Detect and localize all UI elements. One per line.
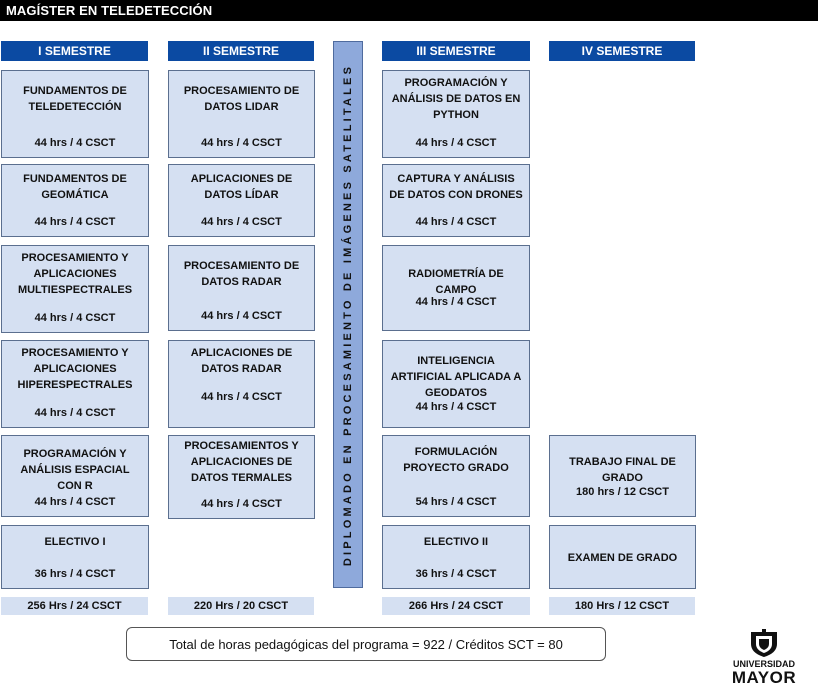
semester-total-label: 220 Hrs / 20 CSCT xyxy=(193,600,289,612)
semester-header-4: IV SEMESTRE xyxy=(549,41,695,61)
program-summary-text: Total de horas pedagógicas del programa … xyxy=(169,636,563,652)
course-name: PROGRAMACIÓN Y ANÁLISIS ESPACIAL CON R xyxy=(20,448,130,492)
course-name: RADIOMETRÍA DE CAMPO xyxy=(408,268,504,296)
course-box: INTELIGENCIA ARTIFICIAL APLICADA A GEODA… xyxy=(382,340,530,428)
course-box: PROCESAMIENTO DE DATOS RADAR 44 hrs / 4 … xyxy=(168,245,315,331)
logo-line-1: UNIVERSIDAD xyxy=(732,659,795,669)
course-hours: 44 hrs / 4 CSCT xyxy=(34,216,116,228)
program-summary: Total de horas pedagógicas del programa … xyxy=(126,627,606,661)
course-name: CAPTURA Y ANÁLISIS DE DATOS CON DRONES xyxy=(389,173,523,201)
diplomado-bar: DIPLOMADO EN PROCESAMIENTO DE IMÁGENES S… xyxy=(333,41,363,588)
course-box: CAPTURA Y ANÁLISIS DE DATOS CON DRONES 4… xyxy=(382,164,530,237)
course-box: TRABAJO FINAL DE GRADO 180 hrs / 12 CSCT xyxy=(549,435,696,517)
course-name: PROCESAMIENTOS Y APLICACIONES DE DATOS T… xyxy=(184,440,299,484)
semester-header-label: I SEMESTRE xyxy=(38,44,111,58)
course-name: TRABAJO FINAL DE GRADO xyxy=(569,456,676,484)
course-hours: 44 hrs / 4 CSCT xyxy=(415,401,497,413)
course-box: PROCESAMIENTO Y APLICACIONES HIPERESPECT… xyxy=(1,340,149,428)
course-name: PROCESAMIENTO DE DATOS LIDAR xyxy=(183,85,300,113)
logo-line-2: MAYOR xyxy=(731,668,797,687)
course-box: FUNDAMENTOS DE GEOMÁTICA 44 hrs / 4 CSCT xyxy=(1,164,149,237)
course-box: PROGRAMACIÓN Y ANÁLISIS DE DATOS EN PYTH… xyxy=(382,70,530,158)
course-name: FORMULACIÓN PROYECTO GRADO xyxy=(403,446,509,474)
diplomado-label: DIPLOMADO EN PROCESAMIENTO DE IMÁGENES S… xyxy=(342,63,354,566)
semester-header-label: III SEMESTRE xyxy=(416,44,496,58)
course-hours: 54 hrs / 4 CSCT xyxy=(415,496,497,508)
course-name: ELECTIVO I xyxy=(44,536,106,548)
semester-total-label: 266 Hrs / 24 CSCT xyxy=(408,600,504,612)
course-name: ELECTIVO II xyxy=(423,536,489,548)
semester-header-label: IV SEMESTRE xyxy=(581,44,663,58)
course-hours: 44 hrs / 4 CSCT xyxy=(34,312,116,324)
course-name: INTELIGENCIA ARTIFICIAL APLICADA A GEODA… xyxy=(390,355,522,399)
course-hours: 180 hrs / 12 CSCT xyxy=(576,486,669,498)
course-name: APLICACIONES DE DATOS RADAR xyxy=(190,347,293,375)
course-box: PROCESAMIENTO DE DATOS LIDAR 44 hrs / 4 … xyxy=(168,70,315,158)
course-name: EXAMEN DE GRADO xyxy=(567,552,678,564)
course-box: RADIOMETRÍA DE CAMPO 44 hrs / 4 CSCT xyxy=(382,245,530,331)
semester-header-3: III SEMESTRE xyxy=(382,41,530,61)
course-name: PROCESAMIENTO DE DATOS RADAR xyxy=(183,260,300,288)
semester-total-2: 220 Hrs / 20 CSCT xyxy=(168,597,314,615)
course-box: PROGRAMACIÓN Y ANÁLISIS ESPACIAL CON R 4… xyxy=(1,435,149,517)
course-hours: 44 hrs / 4 CSCT xyxy=(34,407,116,419)
semester-total-3: 266 Hrs / 24 CSCT xyxy=(382,597,530,615)
course-hours: 44 hrs / 4 CSCT xyxy=(201,391,282,403)
course-box: APLICACIONES DE DATOS RADAR 44 hrs / 4 C… xyxy=(168,340,315,428)
semester-header-label: II SEMESTRE xyxy=(202,44,279,58)
course-hours: 44 hrs / 4 CSCT xyxy=(201,498,282,510)
semester-header-2: II SEMESTRE xyxy=(168,41,314,61)
semester-header-1: I SEMESTRE xyxy=(1,41,148,61)
semester-total-label: 180 Hrs / 12 CSCT xyxy=(574,600,670,612)
course-hours: 44 hrs / 4 CSCT xyxy=(415,137,497,149)
course-box: APLICACIONES DE DATOS LÍDAR 44 hrs / 4 C… xyxy=(168,164,315,237)
page-title: MAGÍSTER EN TELEDETECCIÓN xyxy=(6,3,213,18)
course-box: FORMULACIÓN PROYECTO GRADO 54 hrs / 4 CS… xyxy=(382,435,530,517)
course-box: ELECTIVO II 36 hrs / 4 CSCT xyxy=(382,525,530,589)
course-box: PROCESAMIENTOS Y APLICACIONES DE DATOS T… xyxy=(168,435,315,519)
semester-total-4: 180 Hrs / 12 CSCT xyxy=(549,597,695,615)
course-name: PROGRAMACIÓN Y ANÁLISIS DE DATOS EN PYTH… xyxy=(391,77,521,121)
course-name: FUNDAMENTOS DE GEOMÁTICA xyxy=(23,173,127,201)
course-box: ELECTIVO I 36 hrs / 4 CSCT xyxy=(1,525,149,589)
course-name: FUNDAMENTOS DE TELEDETECCIÓN xyxy=(23,85,127,113)
course-name: PROCESAMIENTO Y APLICACIONES MULTIESPECT… xyxy=(17,252,133,296)
course-name: APLICACIONES DE DATOS LÍDAR xyxy=(190,173,293,201)
course-box: FUNDAMENTOS DE TELEDETECCIÓN 44 hrs / 4 … xyxy=(1,70,149,158)
course-hours: 36 hrs / 4 CSCT xyxy=(34,568,116,580)
course-name: PROCESAMIENTO Y APLICACIONES HIPERESPECT… xyxy=(17,347,133,391)
course-box: EXAMEN DE GRADO xyxy=(549,525,696,589)
course-hours: 44 hrs / 4 CSCT xyxy=(201,310,282,322)
course-hours: 36 hrs / 4 CSCT xyxy=(415,568,497,580)
course-hours: 44 hrs / 4 CSCT xyxy=(415,296,497,308)
course-hours: 44 hrs / 4 CSCT xyxy=(201,216,282,228)
course-hours: 44 hrs / 4 CSCT xyxy=(201,137,282,149)
university-logo: UNIVERSIDAD MAYOR xyxy=(724,628,804,688)
course-hours: 44 hrs / 4 CSCT xyxy=(34,496,116,508)
course-box: PROCESAMIENTO Y APLICACIONES MULTIESPECT… xyxy=(1,245,149,333)
semester-total-label: 256 Hrs / 24 CSCT xyxy=(27,600,122,612)
course-hours: 44 hrs / 4 CSCT xyxy=(415,216,497,228)
semester-total-1: 256 Hrs / 24 CSCT xyxy=(1,597,148,615)
title-bar: MAGÍSTER EN TELEDETECCIÓN xyxy=(0,0,818,21)
course-hours: 44 hrs / 4 CSCT xyxy=(34,137,116,149)
university-crest-icon xyxy=(751,629,777,657)
